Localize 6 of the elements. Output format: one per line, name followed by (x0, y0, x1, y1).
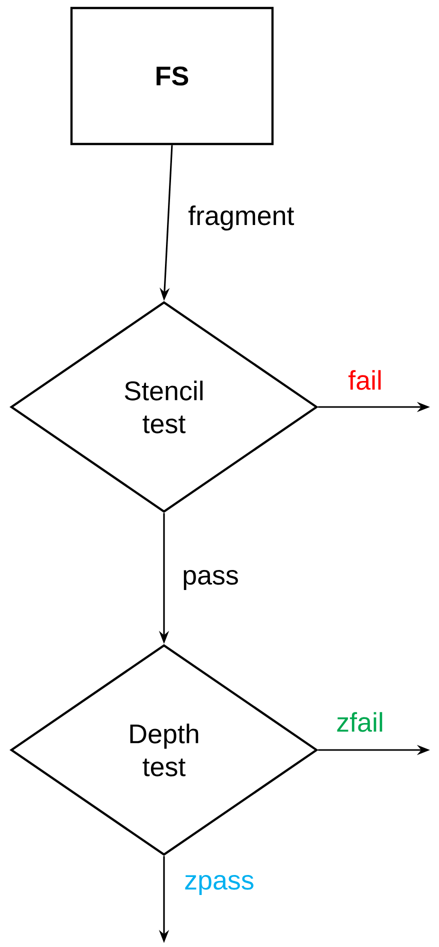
edge-label: zpass (183, 874, 256, 896)
edge-label: fail (347, 369, 384, 391)
edge-label: fragment (187, 204, 296, 232)
edge-label: zfail (335, 711, 385, 733)
edge-label: pass (181, 568, 240, 592)
process-box: FS (70, 6, 274, 146)
